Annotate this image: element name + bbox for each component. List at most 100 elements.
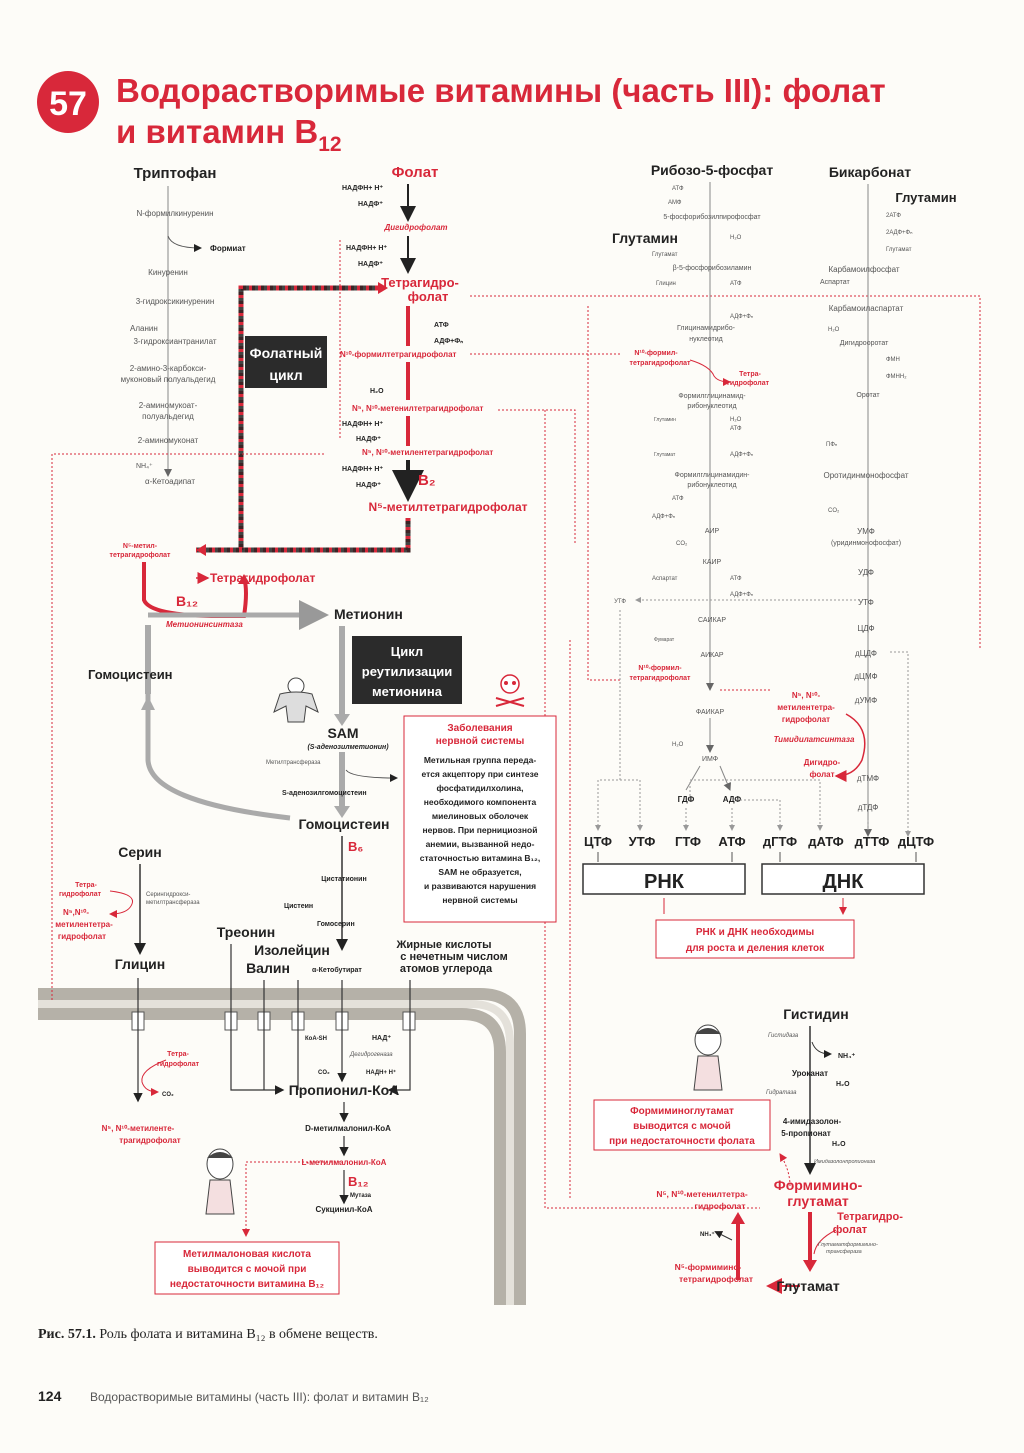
his-methenyl-label: гидрофолат [694, 1201, 745, 1211]
purine-cofactor: Глицин [656, 281, 676, 287]
purine-n10-label: тетрагидрофолат [630, 360, 692, 367]
purine-cofactor: H₂O [730, 417, 742, 423]
pyr-step: дЦДФ [855, 649, 877, 658]
trp-step: Формиат [210, 244, 246, 253]
methionine-cycle-label: реутилизации [362, 664, 453, 679]
methionine-synthase-label: Метионинсинтаза [166, 620, 243, 629]
nucleotide-label: дЦТФ [898, 834, 934, 849]
trp-step: полуальдегид [142, 412, 194, 421]
serine-label: Серин [118, 844, 162, 860]
nh4-label: NH₄⁺ [700, 1231, 715, 1238]
thf-small: гидрофолат [157, 1061, 200, 1068]
methionine-cycle-box [352, 636, 462, 704]
histidase-label: Гистидаза [768, 1033, 799, 1039]
dna-box [761, 863, 925, 895]
trp-step: NH₄⁺ [136, 463, 153, 470]
methylmalonic-box-line: недостаточности витамина B₁₂ [170, 1279, 324, 1290]
his-thf-label: фолат [833, 1224, 868, 1236]
fatty-acids-label: атомов углерода [400, 963, 493, 975]
transferase-label: трансфераза [826, 1249, 862, 1255]
enzyme-label: метилтрансфераза [146, 900, 200, 906]
caption-label: Рис. 57.1. [38, 1327, 96, 1342]
vitamin-b6-label: B₆ [348, 839, 363, 854]
cofactor-label: НАДФ⁺ [356, 482, 381, 489]
pyr-mthf-label: гидрофолат [782, 715, 830, 724]
skull-icon [495, 674, 525, 707]
thf-small: гидрофолат [59, 891, 102, 898]
pyr-cofactor: УТФ [614, 599, 626, 605]
formimino-thf-label: N⁵-формимино- [675, 1262, 742, 1272]
purine-cofactor: Глутамат [652, 252, 678, 258]
transferase-label: Глутаматформимино- [818, 1242, 878, 1248]
purine-cofactor: АМФ [668, 200, 682, 206]
pyrimidine-synthesis: Бикарбонат Глутамин 2АТФ 2АДФ+Фₙ Глутама… [614, 164, 957, 837]
thymidylate-synthase-label: Тимидилатсинтаза [774, 735, 855, 744]
nerve-box-line: SAM не образуется, [438, 867, 521, 877]
trp-step: 2-аминомуконат [138, 436, 199, 445]
trp-step: α-Кетоадипат [145, 477, 195, 486]
purine-step: КАИР [703, 559, 722, 566]
pyr-step: ЦДФ [857, 624, 874, 633]
tryptophan-label: Триптофан [134, 165, 217, 182]
nucleotide-label: АТФ [718, 834, 745, 849]
purine-cofactor: АТФ [672, 496, 684, 502]
nucleotide-label: дГТФ [763, 834, 797, 849]
purine-cofactor: CO₂ [676, 541, 688, 547]
nerve-box-line: нервов. При пернициозной [423, 825, 538, 835]
thf-label: Тетрагидро- [381, 275, 459, 290]
d-methylmalonyl-label: D-метилмалонил-КоА [305, 1124, 391, 1133]
trp-step: Кинуренин [148, 268, 188, 277]
cofactor-label: КоА-SH [305, 1036, 327, 1042]
trp-step: муконовый полуальдегид [121, 375, 216, 384]
nerve-box-line: нервной системы [442, 895, 517, 905]
page-footer: 124 Водорастворимые витамины (часть III)… [38, 1388, 429, 1404]
succinyl-coa-label: Сукцинил-КоА [315, 1205, 372, 1214]
trp-step: 2-аминомукoат- [139, 401, 198, 410]
purine-n10-label: N¹⁰-формил- [634, 349, 678, 357]
page-number: 124 [38, 1388, 62, 1404]
trp-step: 3-гидроксиантранилат [133, 337, 216, 346]
nerve-box-line: Метильная группа переда- [424, 755, 536, 765]
purine-cofactor: АДФ+Фₙ [730, 452, 754, 458]
thf-label: Тетрагидрофолат [210, 571, 315, 585]
nerve-box-line: необходимого компонента [424, 797, 537, 807]
purine-n10-label: тетрагидрофолат [630, 675, 692, 682]
dna-label: ДНК [823, 871, 865, 893]
nucleotide-label: ЦТФ [584, 834, 612, 849]
nerve-box-line: миелиновых оболочек [432, 811, 529, 821]
his-methenyl-label: N⁵, N¹⁰-метенилтетра- [656, 1189, 747, 1199]
figlu-label: Формимино- [774, 1177, 863, 1193]
figlu-box-line: выводится с мочой [633, 1121, 731, 1132]
trp-step: 3-гидроксикинуренин [136, 297, 215, 306]
thf-small: Тетра- [75, 882, 97, 889]
propionyl-coa-label: Пропионил-КоА [289, 1082, 400, 1098]
nucleotide-arrows [595, 610, 869, 831]
cystathionine-label: Цистатионин [321, 876, 366, 883]
valine-label: Валин [246, 960, 290, 976]
n5-methyl-thf-small: N⁵-метил- [123, 543, 158, 550]
cell-membrane [38, 988, 526, 1305]
nucleotide-label: дАТФ [808, 834, 844, 849]
cysteine-label: Цистеин [284, 903, 313, 910]
growth-box-line: РНК и ДНК необходимы [696, 926, 814, 938]
pyr-step: дЦМФ [854, 672, 877, 681]
figlu-box [593, 1099, 771, 1151]
mutase-label: Мутаза [350, 1193, 372, 1199]
imp-label: ИМФ [702, 756, 718, 763]
cofactor-label: НАДН+ H⁺ [366, 1069, 396, 1076]
cofactor-label: НАД⁺ [372, 1035, 391, 1042]
cofactor-label: НАДФ⁺ [358, 201, 383, 208]
homocysteine-label: Гомоцистеин [88, 667, 173, 682]
methionine-cycle-label: метионина [372, 684, 443, 699]
folate-cycle-label: Фолатный [250, 345, 323, 361]
nerve-box-line: ется акцептору при синтезе [422, 769, 539, 779]
l-methylmalonyl-label: L-метилмалонил-КоА [302, 1158, 387, 1167]
purine-step: нуклеотид [689, 336, 722, 343]
pyr-step: Оротидинмонофосфат [824, 471, 909, 480]
pyr-step: (уридинмонофосфат) [831, 540, 901, 547]
chapter-badge [37, 71, 99, 133]
pyr-cofactor: ФМН [886, 357, 900, 363]
dihydrofolate-label: Дигидрофолат [383, 223, 447, 232]
methylene-thf-small: N⁵, N¹⁰-метиленте- [102, 1124, 175, 1133]
nucleotide-label: дТТФ [855, 834, 890, 849]
